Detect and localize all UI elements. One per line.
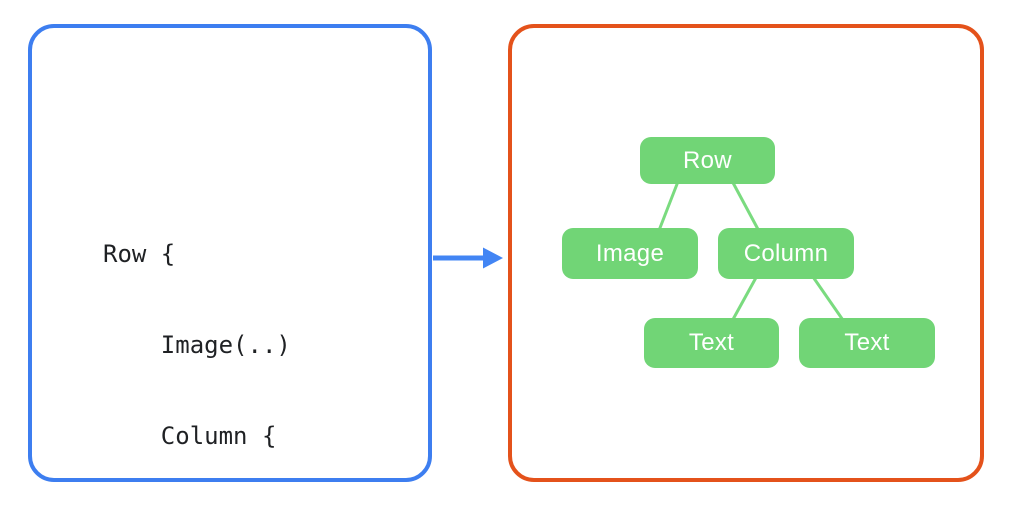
tree-node-text-1: Text — [644, 318, 779, 368]
tree-node-label: Text — [844, 329, 890, 356]
tree-node-column: Column — [718, 228, 854, 279]
tree-connector-lines — [656, 178, 847, 324]
arrow-right-icon — [433, 247, 503, 269]
code-line: Image(..) — [103, 331, 291, 360]
tree-node-text-2: Text — [799, 318, 935, 368]
tree-node-label: Image — [595, 239, 665, 267]
tree-node-label: Row — [683, 146, 732, 174]
tree-node-label: Text — [688, 329, 735, 356]
tree-node-row: Row — [640, 137, 775, 184]
code-line: Row { — [103, 239, 176, 268]
code-panel: Row { Image(..) Column { Text(..) Text(.… — [28, 24, 432, 482]
code-line: Column { — [103, 422, 277, 451]
tree-node-image: Image — [562, 228, 698, 279]
tree-node-label: Column — [743, 239, 829, 267]
tree-panel: Row Image Column Text Text — [508, 24, 984, 482]
code-block: Row { Image(..) Column { Text(..) Text(.… — [103, 178, 334, 506]
